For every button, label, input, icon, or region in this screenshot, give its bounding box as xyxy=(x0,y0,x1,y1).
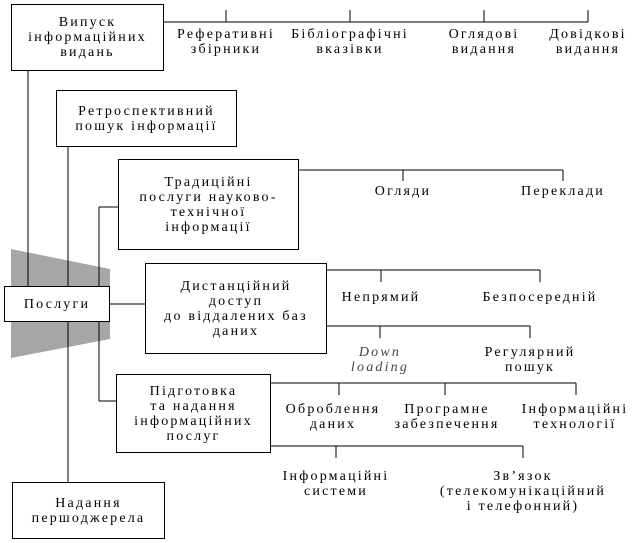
publication-box: Випуск інформаційних видань xyxy=(11,4,164,71)
label-communication: Зв’язок (телекомунікаційний і телефонний… xyxy=(439,469,607,514)
label-referative: Реферативні збірники xyxy=(177,27,275,57)
label-info-systems: Інформаційні системи xyxy=(282,469,390,499)
label-reviews: Огляди xyxy=(374,184,432,199)
label-review-publications: Оглядові видання xyxy=(448,27,520,57)
traditional-services-box: Традиційні послуги науково- технічної ін… xyxy=(118,159,299,250)
label-data-processing: Оброблення даних xyxy=(285,402,381,432)
label-software: Програмне забезпечення xyxy=(394,402,500,432)
services-box: Послуги xyxy=(4,286,110,322)
primary-source-box: Надання першоджерела xyxy=(12,482,165,539)
label-regular-search: Регулярний пошук xyxy=(484,345,576,375)
label-downloading: Down loading xyxy=(350,345,410,375)
preparation-box: Підготовка та надання інформаційних посл… xyxy=(116,374,271,453)
label-info-technologies: Інформаційні технології xyxy=(521,402,629,432)
label-indirect: Непрямий xyxy=(341,290,421,305)
remote-access-box: Дистанційний доступ до віддалених баз да… xyxy=(145,263,327,354)
label-direct: Безпосередній xyxy=(482,290,598,305)
label-translations: Переклади xyxy=(521,184,605,199)
label-reference-publications: Довідкові видання xyxy=(549,27,627,57)
label-bibliographic: Бібліографічні вказівки xyxy=(291,27,409,57)
retrospective-search-box: Ретроспективний пошук інформації xyxy=(56,90,237,147)
